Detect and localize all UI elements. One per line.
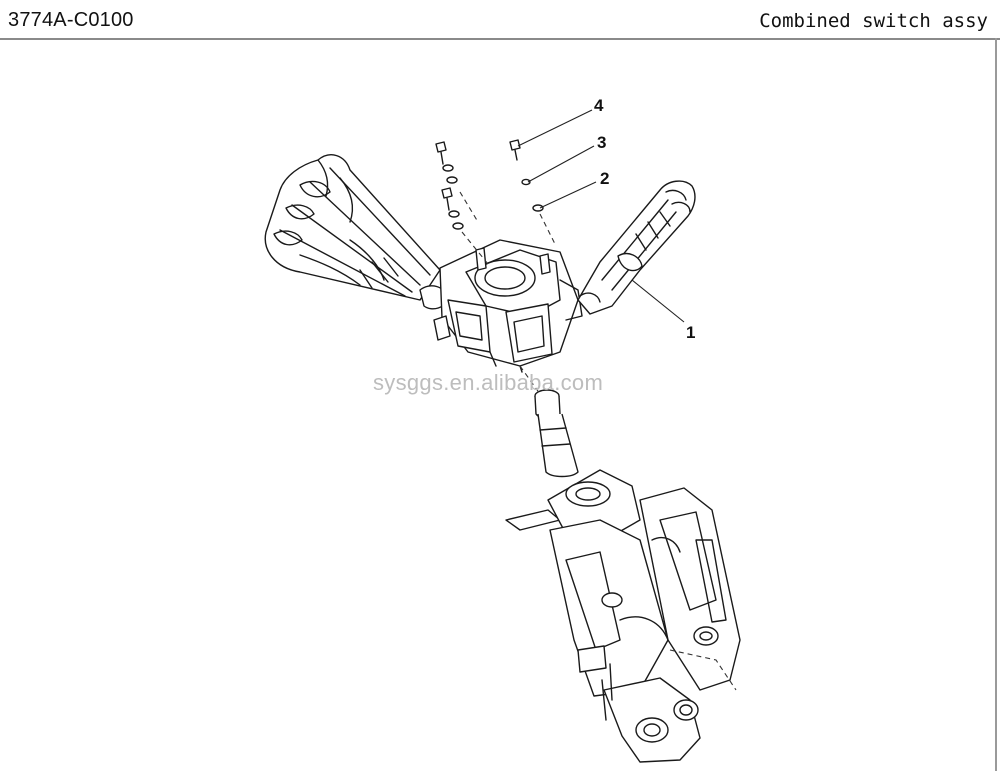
screw-washer-group-left	[435, 141, 489, 265]
frame-border-right	[995, 38, 997, 771]
part-code: 3774A-C0100	[8, 9, 134, 31]
callout-3: 3	[597, 133, 606, 152]
left-switch-lever	[264, 154, 449, 310]
exploded-parts-diagram: 4 3 2 1	[264, 96, 741, 763]
callout-2: 2	[600, 169, 609, 188]
part-title: Combined switch assy	[759, 10, 988, 32]
right-switch-lever	[577, 180, 696, 315]
screw-washer-group-right	[509, 139, 557, 247]
callout-4: 4	[594, 96, 604, 115]
drawing-header: 3774A-C0100 Combined switch assy	[0, 0, 1000, 40]
callout-1: 1	[686, 323, 695, 342]
steering-shaft	[519, 365, 579, 478]
steering-column-bracket	[505, 469, 741, 763]
switch-housing	[433, 239, 583, 373]
watermark-text: sysggs.en.alibaba.com	[373, 370, 604, 395]
callout-leaders	[517, 109, 685, 323]
